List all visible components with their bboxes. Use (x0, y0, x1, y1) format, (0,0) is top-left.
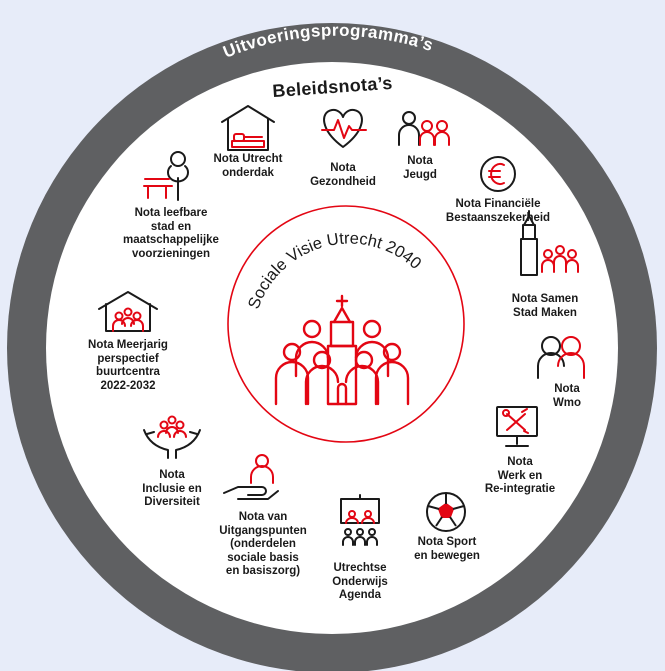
nota-label-buurtcentra: Nota Meerjarig perspectief buurtcentra 2… (88, 339, 168, 392)
monitor-tools-icon (496, 406, 538, 447)
nota-label-inclusie: Nota Inclusie en Diversiteit (142, 469, 202, 508)
nota-label-sport: Nota Sport en bewegen (414, 536, 480, 562)
inner-disc (46, 62, 618, 634)
park-bench-tree-icon (143, 151, 189, 201)
two-people-icon (537, 336, 585, 379)
nota-label-financiele: Nota Financiële Bestaanszekerheid (445, 198, 551, 224)
nota-label-onderwijs: Utrechtse Onderwijs Agenda (332, 562, 388, 601)
family-icon (398, 111, 450, 146)
bed-house-icon (221, 105, 275, 151)
community-tower-icon (274, 294, 410, 406)
nota-label-werk: Nota Werk en Re-integratie (484, 456, 556, 495)
euro-coin-icon (480, 156, 516, 192)
football-icon (426, 492, 466, 532)
tower-people-icon (520, 210, 579, 276)
community-house-icon (98, 291, 158, 332)
nota-label-leefbare: Nota leefbare stad en maatschappelijke v… (123, 207, 219, 260)
nota-label-wmo: Nota Wmo (552, 383, 582, 409)
hands-people-icon (143, 415, 201, 459)
heart-pulse-icon (321, 108, 367, 148)
nota-label-onderdak: Nota Utrecht onderdak (213, 153, 283, 179)
nota-label-jeugd: Nota Jeugd (403, 155, 437, 181)
nota-label-samen: Nota Samen Stad Maken (511, 293, 579, 319)
classroom-icon (340, 494, 380, 546)
center-circle (227, 205, 465, 443)
nota-label-gezondheid: Nota Gezondheid (310, 162, 376, 188)
nota-label-uitgangspunten: Nota van Uitgangspunten (onderdelen soci… (219, 511, 307, 577)
hand-person-icon (223, 454, 279, 500)
